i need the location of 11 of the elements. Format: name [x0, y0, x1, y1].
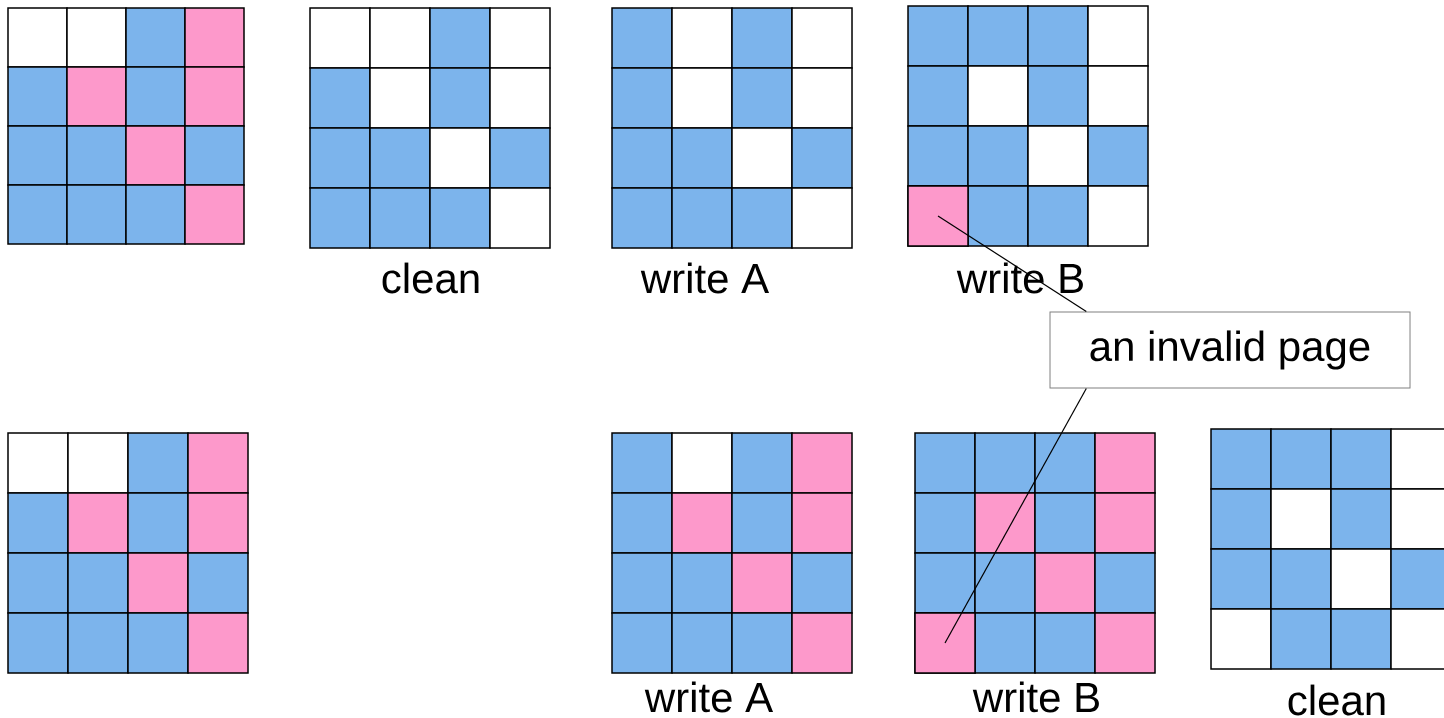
caption: write B	[972, 681, 1099, 713]
caption: write B	[956, 262, 1083, 294]
grid-cell	[914, 612, 976, 674]
grid-cell	[907, 185, 969, 247]
label-box: an invalid page	[1049, 311, 1411, 389]
leader-line	[944, 387, 1087, 644]
caption: write A	[644, 681, 774, 713]
caption: write A	[640, 262, 770, 294]
leader-line	[937, 215, 1087, 313]
caption: clean	[1288, 684, 1385, 716]
caption: clean	[382, 262, 479, 294]
